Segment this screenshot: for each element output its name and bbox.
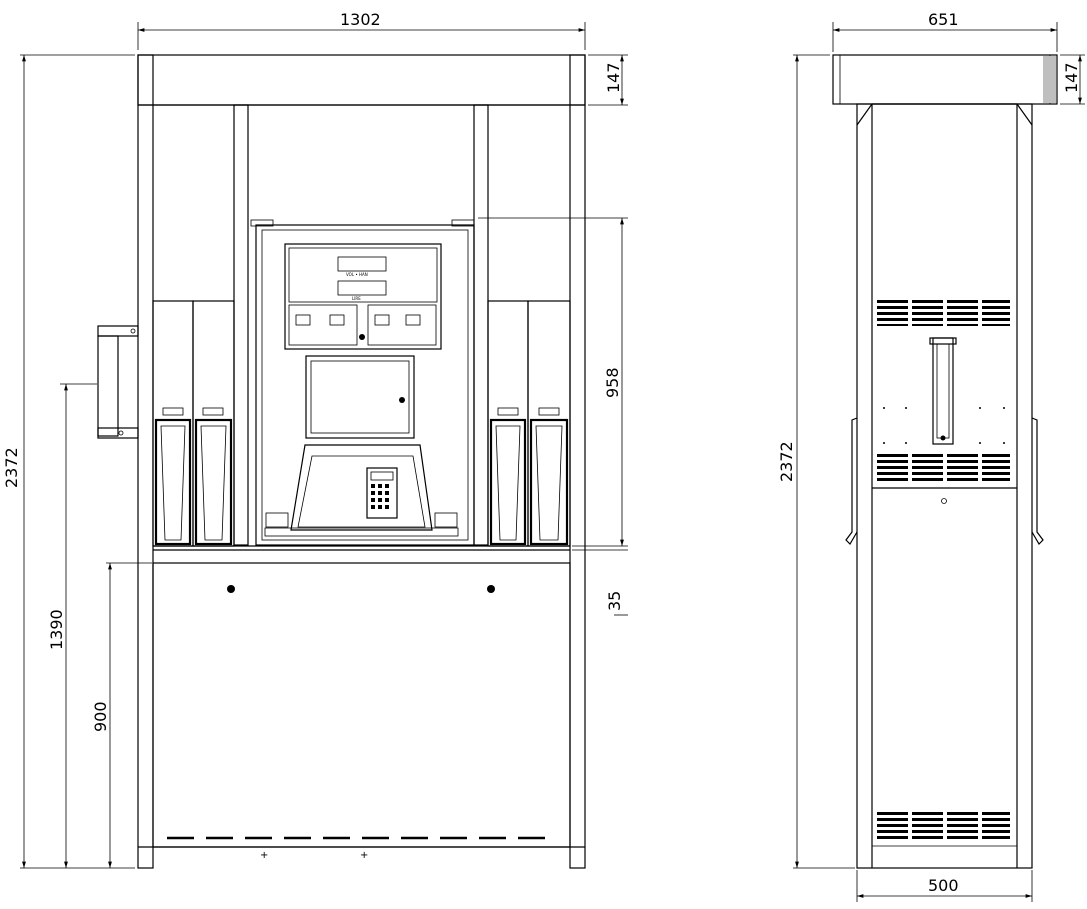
dim-side-overall-height: 2372 bbox=[777, 441, 796, 482]
dim-side-canopy-height: 147 bbox=[1062, 62, 1081, 93]
front-handle-bracket bbox=[97, 325, 139, 439]
side-dimensions: 651 147 2372 500 bbox=[777, 10, 1085, 902]
side-canopy bbox=[832, 54, 1058, 105]
front-canopy bbox=[137, 54, 586, 106]
left-nozzle-holsters bbox=[152, 300, 235, 547]
front-cabinet-door bbox=[305, 355, 415, 439]
volume-readout bbox=[337, 256, 387, 272]
dim-gap: 35 bbox=[605, 591, 624, 611]
price-readout bbox=[337, 280, 387, 296]
base-cabinet bbox=[152, 562, 571, 848]
upper-vents bbox=[877, 300, 1010, 326]
right-nozzle-holsters bbox=[487, 300, 571, 547]
dim-display-height: 958 bbox=[603, 367, 622, 398]
price-label: LIRE bbox=[352, 296, 361, 301]
lower-vents bbox=[877, 812, 1010, 839]
dim-canopy-height: 147 bbox=[604, 62, 623, 93]
side-view bbox=[832, 54, 1058, 869]
keypad bbox=[366, 467, 398, 519]
dim-overall-depth: 651 bbox=[928, 10, 959, 29]
svg-text:+: + bbox=[260, 850, 268, 861]
svg-text:+: + bbox=[360, 850, 368, 861]
dim-overall-width: 1302 bbox=[340, 10, 381, 29]
dim-overall-height: 2372 bbox=[2, 447, 21, 488]
side-body bbox=[856, 103, 1033, 869]
front-view: VOL • HAN LIRE bbox=[97, 54, 586, 869]
display-panel bbox=[284, 243, 442, 350]
dim-base-height: 900 bbox=[91, 701, 110, 732]
display-housing bbox=[255, 224, 475, 546]
dim-handle-height: 1390 bbox=[47, 609, 66, 650]
front-dimensions: 1302 147 2372 1390 900 958 35 bbox=[2, 10, 628, 869]
side-handle bbox=[929, 337, 957, 445]
dim-base-depth: 500 bbox=[928, 876, 959, 895]
volume-label: VOL • HAN bbox=[346, 272, 368, 277]
middle-vents bbox=[877, 454, 1010, 481]
